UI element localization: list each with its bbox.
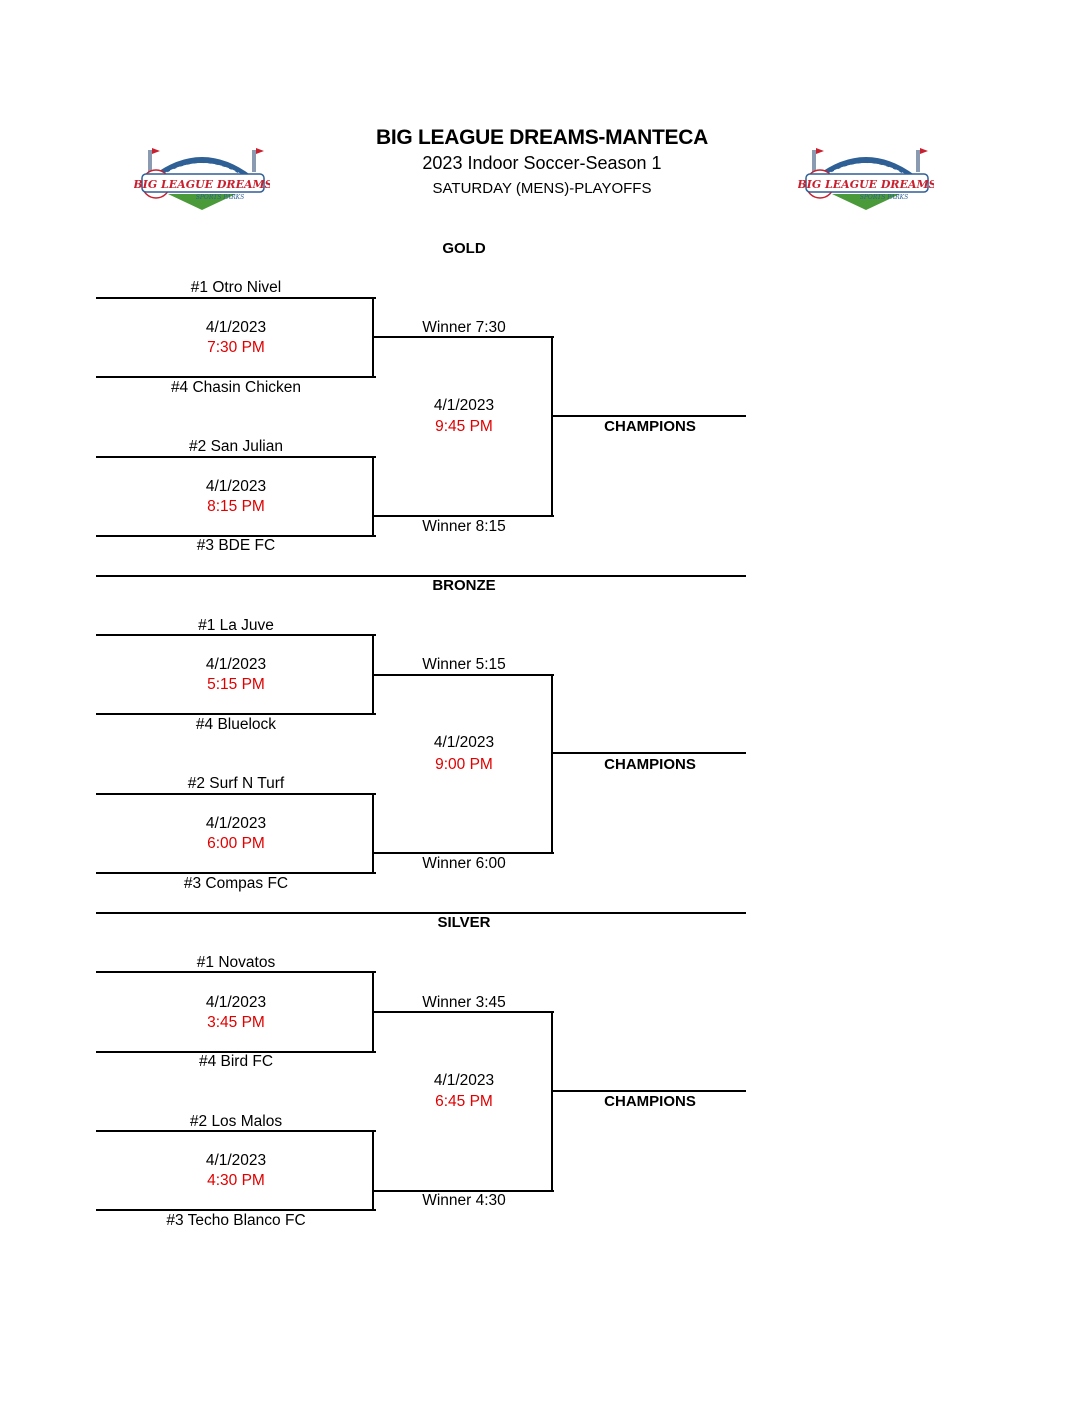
page-title: BIG LEAGUE DREAMS-MANTECA	[376, 126, 708, 149]
winner-label: Winner 5:15	[422, 656, 506, 673]
champions-label: CHAMPIONS	[604, 418, 696, 435]
match-time: 8:15 PM	[207, 498, 265, 515]
match-time: 7:30 PM	[207, 339, 265, 356]
team-seed-3: #3 Techo Blanco FC	[166, 1212, 306, 1229]
svg-text:SPORTS PARKS: SPORTS PARKS	[196, 194, 244, 201]
team-seed-1: #1 La Juve	[198, 617, 274, 634]
match-date: 4/1/2023	[205, 656, 267, 673]
bracket-title: BRONZE	[432, 577, 496, 594]
final-time: 6:45 PM	[435, 1093, 493, 1110]
team-seed-2: #2 San Julian	[189, 438, 283, 455]
match-date: 4/1/2023	[205, 319, 267, 336]
bracket-title: SILVER	[437, 914, 491, 931]
winner-label: Winner 4:30	[422, 1192, 506, 1209]
match-date: 4/1/2023	[205, 815, 267, 832]
stadium-arch-icon	[812, 148, 928, 179]
field-icon	[832, 194, 900, 210]
final-date: 4/1/2023	[433, 397, 495, 414]
section-divider	[96, 912, 746, 914]
season-subtitle: 2023 Indoor Soccer-Season 1	[422, 153, 662, 173]
match-date: 4/1/2023	[205, 478, 267, 495]
team-seed-4: #4 Bird FC	[198, 1053, 274, 1070]
match-time: 4:30 PM	[207, 1172, 265, 1189]
winner-label: Winner 8:15	[422, 518, 506, 535]
winner-label: Winner 3:45	[422, 994, 506, 1011]
team-seed-2: #2 Los Malos	[189, 1113, 283, 1130]
match-time: 5:15 PM	[207, 676, 265, 693]
svg-text:BIG LEAGUE DREAMS: BIG LEAGUE DREAMS	[134, 178, 270, 191]
final-date: 4/1/2023	[433, 1072, 495, 1089]
champions-label: CHAMPIONS	[604, 1093, 696, 1110]
match-time: 3:45 PM	[207, 1014, 265, 1031]
team-seed-1: #1 Novatos	[196, 954, 276, 971]
section-divider	[96, 575, 746, 577]
big-league-dreams-logo: BIG LEAGUE DREAMS SPORTS PARKS	[798, 148, 934, 210]
winner-label: Winner 6:00	[422, 855, 506, 872]
team-seed-4: #4 Chasin Chicken	[170, 379, 302, 396]
final-date: 4/1/2023	[433, 734, 495, 751]
bracket-title: GOLD	[442, 240, 486, 257]
champions-label: CHAMPIONS	[604, 756, 696, 773]
stadium-arch-icon	[148, 148, 264, 179]
big-league-dreams-logo: BIG LEAGUE DREAMS SPORTS PARKS	[134, 148, 270, 210]
final-time: 9:45 PM	[435, 418, 493, 435]
match-date: 4/1/2023	[205, 1152, 267, 1169]
team-seed-3: #3 BDE FC	[196, 537, 276, 554]
svg-text:BIG LEAGUE DREAMS: BIG LEAGUE DREAMS	[798, 178, 934, 191]
match-time: 6:00 PM	[207, 835, 265, 852]
svg-text:SPORTS PARKS: SPORTS PARKS	[860, 194, 908, 201]
team-seed-4: #4 Bluelock	[195, 716, 277, 733]
match-date: 4/1/2023	[205, 994, 267, 1011]
team-seed-1: #1 Otro Nivel	[190, 279, 282, 296]
field-icon	[168, 194, 236, 210]
team-seed-3: #3 Compas FC	[183, 875, 289, 892]
team-seed-2: #2 Surf N Turf	[187, 775, 285, 792]
division-label: SATURDAY (MENS)-PLAYOFFS	[432, 180, 652, 197]
final-time: 9:00 PM	[435, 756, 493, 773]
winner-label: Winner 7:30	[422, 319, 506, 336]
